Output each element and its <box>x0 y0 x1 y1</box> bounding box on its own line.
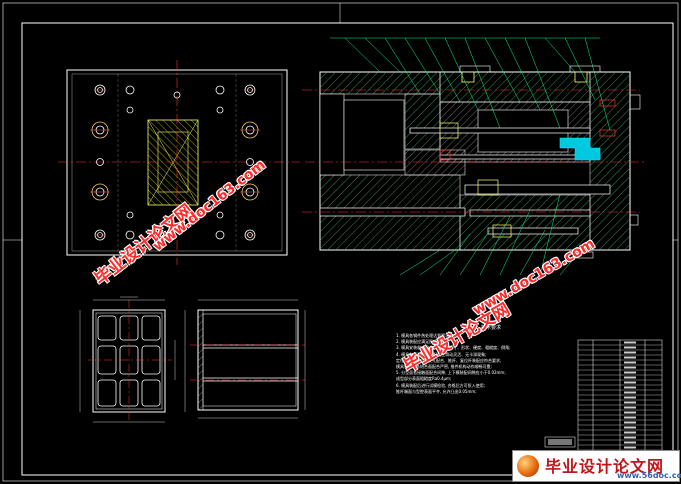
parts-list-table <box>577 339 663 456</box>
part-plan-view <box>79 296 186 423</box>
technical-requirement-line: 模具装配后各结合面配合严密, 推件机构动作顺畅可靠; <box>396 364 492 370</box>
table-cell-text <box>624 396 636 399</box>
table-cell-text <box>624 416 636 419</box>
parts-list-rows <box>578 341 662 456</box>
table-cell-text <box>624 346 636 349</box>
table-cell-text <box>624 376 636 379</box>
technical-requirement-line: 1. 模具各钢件热处理达到要求; <box>396 333 451 338</box>
logo-name: 毕业设计论文网 <box>545 457 665 476</box>
table-cell-text <box>624 446 636 449</box>
globe-icon <box>517 455 539 477</box>
table-cell-text <box>624 351 636 354</box>
plan-view <box>58 60 300 265</box>
site-logo[interactable]: 毕业设计论文网 www.56doc.com <box>512 450 681 482</box>
part-section-view <box>190 299 306 419</box>
table-cell-text <box>624 361 636 364</box>
table-cell-text <box>624 436 636 439</box>
technical-requirement-line: 定位圈与注塑机定位孔配合、推杆、复位杆装配应符合要求, <box>396 357 502 363</box>
technical-requirement-line: 3. 模具安装前应检查各零件的尺寸、形状、硬度、粗糙度、倒角; <box>396 345 511 351</box>
section-view <box>302 37 645 276</box>
table-cell-text <box>624 401 636 404</box>
technical-requirement-line: 2. 模具装配应满足图纸要求; <box>396 339 447 345</box>
technical-requirement-line: 6. 模具装配后进行试模检验, 合格后方可投入使用; <box>396 382 485 388</box>
title-block <box>544 436 576 448</box>
table-cell-text <box>624 431 636 434</box>
table-cell-text <box>624 441 636 444</box>
technical-requirements: 技术要求 1. 模具各钢件热处理达到要求;2. 模具装配应满足图纸要求;3. 模… <box>396 324 586 395</box>
technical-requirement-line: 5. 分型面各接触面配合间隙, 上下模装配间隙应小于0.02mm; <box>396 370 506 376</box>
technical-requirement-line: 成型部分表面粗糙度Ra0.4μm; <box>396 376 452 382</box>
table-cell-text <box>624 421 636 424</box>
table-cell-text <box>624 356 636 359</box>
table-cell-text <box>624 381 636 384</box>
logo-url: www.56doc.com <box>617 471 681 480</box>
table-cell-text <box>624 406 636 409</box>
table-cell-text <box>624 386 636 389</box>
table-cell-text <box>624 366 636 369</box>
table-cell-text <box>624 341 636 344</box>
table-cell-text <box>624 391 636 394</box>
technical-requirement-line: 4. 模具各活动部件装配后应滑动灵活、无卡滞现象; <box>396 351 487 357</box>
table-cell-text <box>624 426 636 429</box>
table-cell-text <box>624 371 636 374</box>
technical-requirement-line: 推杆端面与型腔表面平齐, 允许凸出0.05mm; <box>396 388 477 394</box>
technical-requirements-title: 技术要求 <box>480 325 501 331</box>
table-cell-text <box>624 411 636 414</box>
technical-requirements-lines: 1. 模具各钢件热处理达到要求;2. 模具装配应满足图纸要求;3. 模具安装前应… <box>396 333 586 395</box>
